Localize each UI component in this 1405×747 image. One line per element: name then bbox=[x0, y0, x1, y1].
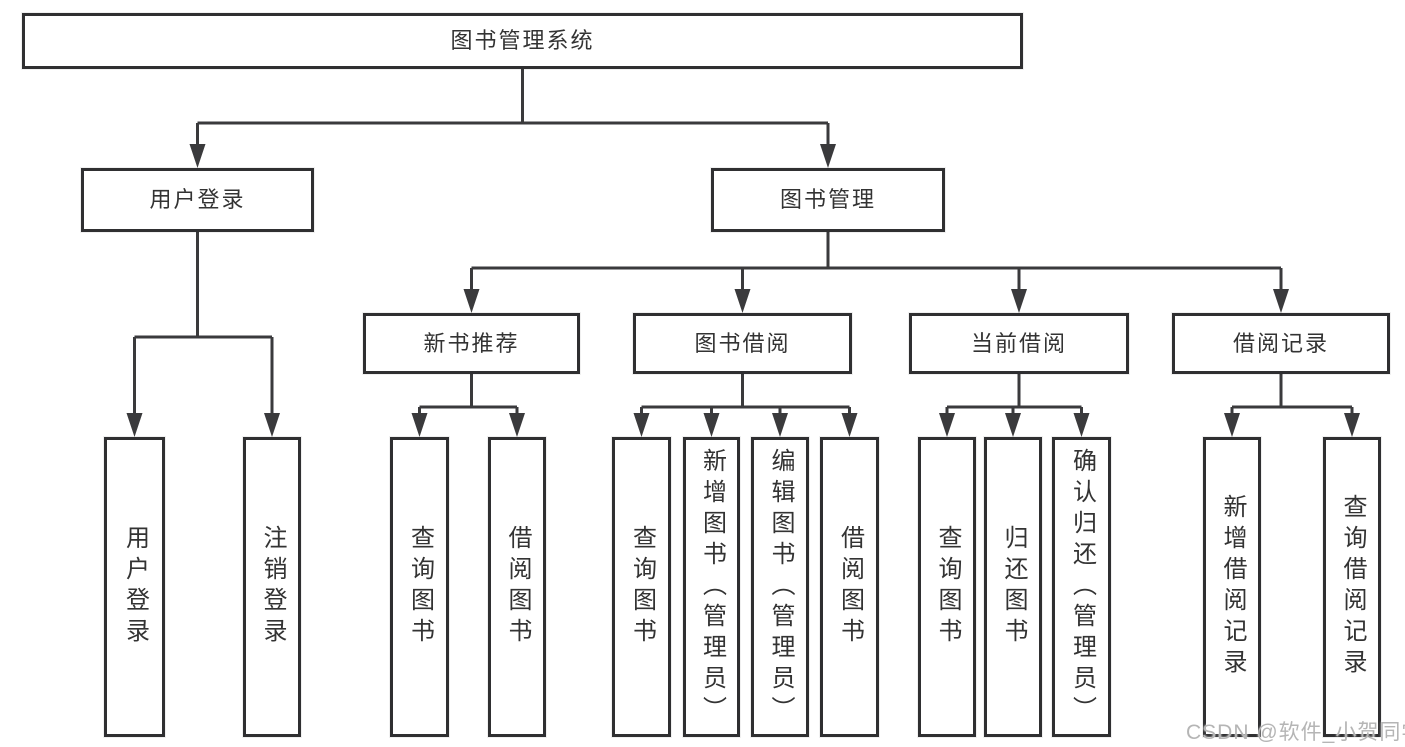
leaf-label: 借阅图书 bbox=[836, 525, 864, 649]
node-label: 借阅记录 bbox=[1232, 330, 1329, 356]
leaf-label: 编辑图书（管理员） bbox=[767, 447, 794, 727]
leaf-label: 归还图书 bbox=[1000, 525, 1027, 649]
node-label: 用户登录 bbox=[149, 187, 246, 212]
leaf-return-book: 归还图书 bbox=[984, 437, 1042, 737]
arrow-icon bbox=[1344, 413, 1360, 437]
leaf-label: 查询借阅记录 bbox=[1339, 494, 1366, 680]
leaf-label: 查询图书 bbox=[406, 525, 434, 649]
arrow-icon bbox=[411, 413, 428, 437]
leaf-borrow-book-2: 借阅图书 bbox=[820, 437, 879, 737]
leaf-user-login: 用户登录 bbox=[104, 437, 165, 737]
leaf-query-borrow-record: 查询借阅记录 bbox=[1323, 437, 1381, 737]
node-book-management: 图书管理 bbox=[711, 168, 945, 232]
arrow-icon bbox=[1005, 413, 1021, 437]
arrow-icon bbox=[1224, 413, 1240, 437]
arrow-icon bbox=[633, 413, 650, 437]
leaf-query-book-1: 查询图书 bbox=[390, 437, 449, 737]
node-new-book-recommend: 新书推荐 bbox=[363, 313, 580, 374]
leaf-label: 确认归还（管理员） bbox=[1068, 447, 1096, 727]
leaf-label: 注销登录 bbox=[259, 525, 286, 649]
arrow-icon bbox=[820, 144, 836, 168]
node-borrow-record: 借阅记录 bbox=[1172, 313, 1390, 374]
leaf-query-book-2: 查询图书 bbox=[612, 437, 671, 737]
arrow-icon bbox=[509, 413, 525, 437]
arrow-icon bbox=[264, 413, 280, 437]
node-label: 新书推荐 bbox=[423, 330, 520, 356]
node-label: 图书借阅 bbox=[694, 330, 791, 356]
arrow-icon bbox=[463, 289, 480, 313]
arrow-icon bbox=[734, 289, 751, 313]
arrow-icon bbox=[189, 144, 206, 168]
leaf-label: 新增借阅记录 bbox=[1219, 494, 1246, 680]
arrow-icon bbox=[1011, 289, 1027, 313]
node-label: 当前借阅 bbox=[970, 330, 1067, 356]
arrow-icon bbox=[703, 413, 720, 437]
leaf-query-book-3: 查询图书 bbox=[918, 437, 976, 737]
node-user-login: 用户登录 bbox=[81, 168, 314, 232]
node-label: 图书管理 bbox=[779, 187, 876, 212]
leaf-label: 查询图书 bbox=[934, 525, 961, 649]
arrow-icon bbox=[1073, 413, 1090, 437]
node-root-system: 图书管理系统 bbox=[22, 13, 1023, 69]
arrow-icon bbox=[1273, 289, 1289, 313]
node-book-borrow: 图书借阅 bbox=[633, 313, 852, 374]
arrow-icon bbox=[841, 413, 858, 437]
node-label: 图书管理系统 bbox=[450, 28, 595, 53]
leaf-confirm-return-admin: 确认归还（管理员） bbox=[1052, 437, 1111, 737]
leaf-label: 新增图书（管理员） bbox=[698, 447, 726, 727]
arrow-icon bbox=[939, 413, 955, 437]
csdn-watermark: CSDN @软件_小贺同学 bbox=[1186, 721, 1405, 744]
leaf-add-borrow-record: 新增借阅记录 bbox=[1203, 437, 1261, 737]
arrow-icon bbox=[126, 413, 143, 437]
arrow-icon bbox=[772, 413, 788, 437]
leaf-label: 借阅图书 bbox=[504, 525, 531, 649]
node-current-borrow: 当前借阅 bbox=[909, 313, 1129, 374]
leaf-edit-book-admin: 编辑图书（管理员） bbox=[751, 437, 809, 737]
leaf-label: 查询图书 bbox=[628, 525, 656, 649]
leaf-logout: 注销登录 bbox=[243, 437, 301, 737]
leaf-label: 用户登录 bbox=[121, 525, 149, 649]
leaf-borrow-book-1: 借阅图书 bbox=[488, 437, 546, 737]
leaf-add-book-admin: 新增图书（管理员） bbox=[683, 437, 740, 737]
